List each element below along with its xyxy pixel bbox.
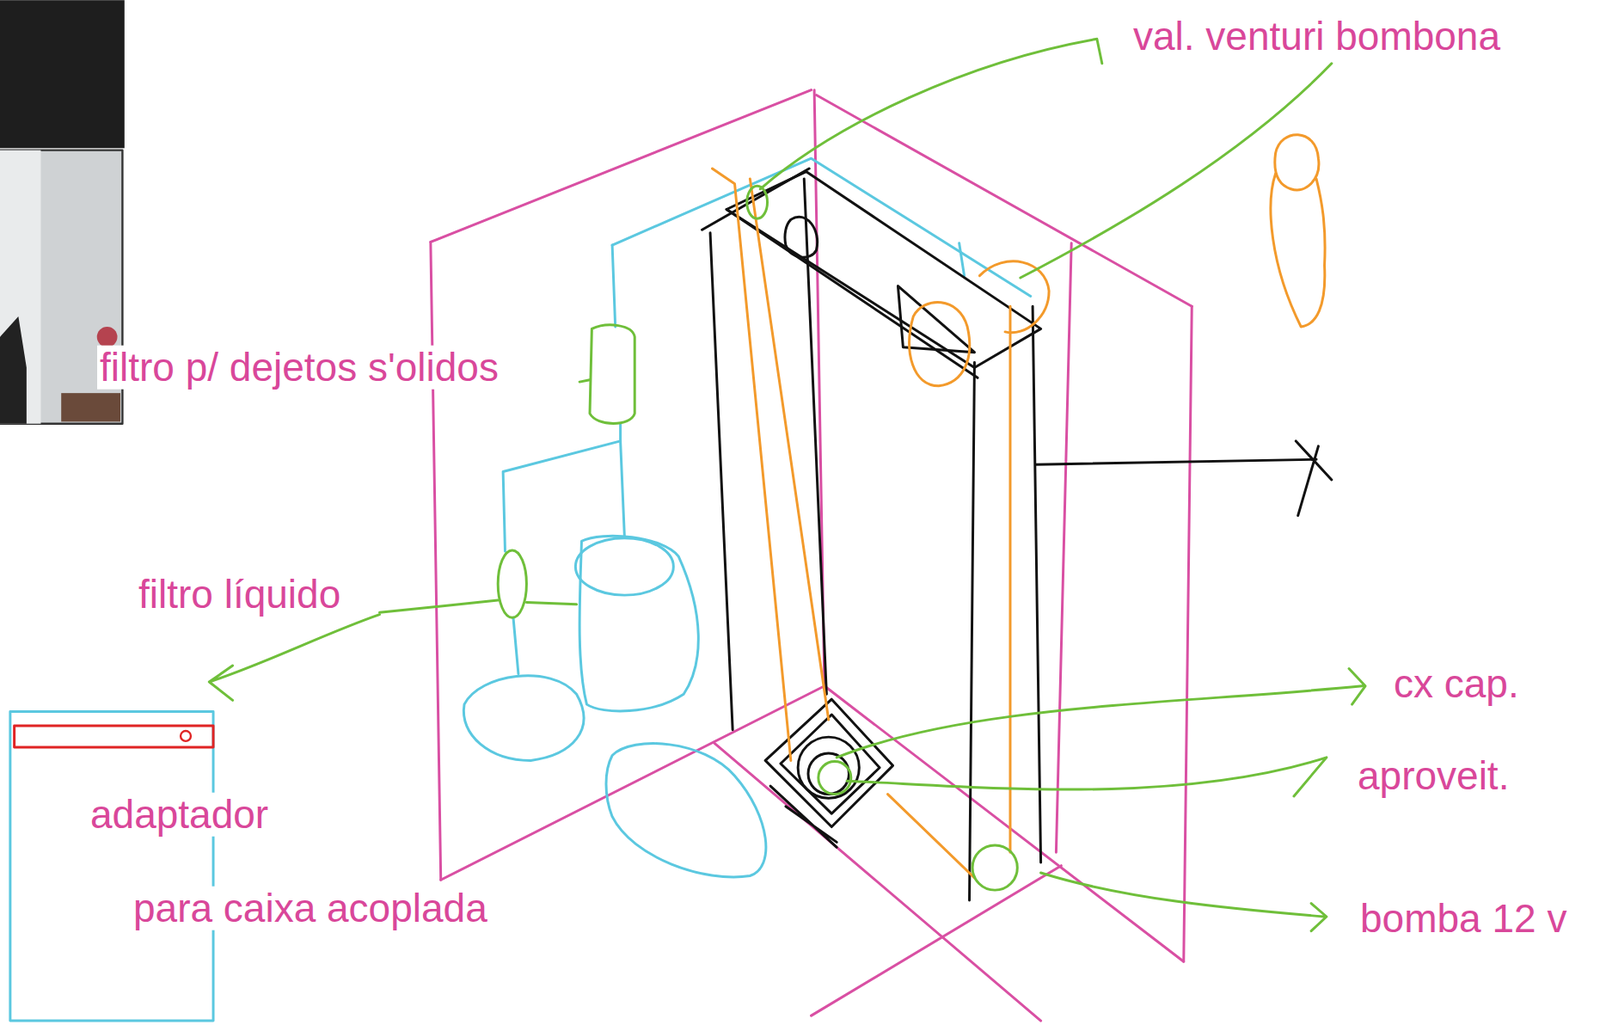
annotation-label: val. venturi bombona — [1130, 14, 1503, 59]
pipe — [612, 158, 1031, 296]
annotation-label: cx cap. — [1391, 662, 1522, 706]
gas-cylinder — [1270, 173, 1325, 327]
drain-spiral — [780, 714, 880, 814]
adapter-hole — [180, 730, 191, 742]
leader-line — [380, 600, 577, 613]
video-thumbnail — [97, 326, 118, 348]
pipe — [959, 243, 965, 276]
leader-line — [1020, 63, 1332, 278]
unit-frame — [702, 168, 1332, 901]
leader-arrow — [846, 757, 1327, 797]
annotation-label: adaptador — [87, 792, 271, 837]
adapter-bar — [14, 725, 214, 748]
pump — [972, 845, 1018, 890]
opening-arrow — [1295, 441, 1332, 516]
cistern-outline — [10, 711, 214, 1021]
overflow-ring — [818, 761, 852, 795]
video-thumbnail — [0, 316, 27, 424]
opening-arrow — [1036, 459, 1317, 465]
container — [463, 675, 584, 761]
wall-line — [1183, 306, 1192, 962]
tank — [979, 261, 1049, 333]
hose — [888, 794, 975, 878]
frame-line — [969, 362, 975, 901]
video-thumbnail — [0, 150, 41, 424]
liquid-filter — [497, 550, 527, 618]
hose — [711, 168, 791, 761]
annotation-label: aproveit. — [1354, 754, 1512, 798]
container — [606, 743, 767, 877]
pipe — [513, 617, 519, 674]
pipe — [612, 245, 616, 327]
floor-line — [714, 742, 1042, 1021]
leader-arrow — [836, 668, 1366, 758]
orange-piping — [711, 134, 1325, 878]
wall-line — [1055, 243, 1072, 853]
green-leaders — [208, 38, 1366, 931]
leader-line — [760, 38, 1103, 189]
container — [579, 535, 699, 712]
frame-line — [710, 232, 733, 730]
annotation-label: bomba 12 v — [1357, 896, 1570, 941]
gas-cylinder — [1275, 134, 1319, 191]
container — [575, 538, 674, 595]
drain-spiral — [808, 753, 849, 794]
venturi-valve — [747, 185, 768, 219]
leader-arrow — [208, 614, 380, 701]
annotation-label: para caixa acoplada — [130, 886, 491, 931]
leader-arrow — [1041, 872, 1327, 932]
pipe — [620, 441, 626, 536]
hose — [749, 178, 828, 720]
room-walls — [430, 90, 1192, 1021]
floor-line — [811, 865, 1062, 1016]
video-thumbnail — [61, 392, 121, 422]
wall-line — [815, 95, 1192, 307]
blue-piping — [10, 158, 1031, 1021]
hose — [1009, 306, 1012, 853]
drain-spiral — [770, 785, 837, 847]
annotation-label: filtro líquido — [135, 572, 344, 617]
wall-line — [441, 686, 825, 881]
frame-line — [1032, 306, 1041, 863]
solids-filter — [589, 324, 635, 423]
wall-line — [430, 241, 442, 880]
floor-line — [824, 686, 1184, 962]
pipe — [502, 423, 620, 552]
annotation-label: filtro p/ dejetos s'olidos — [97, 345, 502, 390]
leader-line — [579, 380, 590, 382]
video-thumbnail — [0, 0, 125, 148]
wall-line — [430, 90, 812, 243]
frame-line — [726, 209, 978, 379]
frame-line — [784, 216, 818, 258]
drain-spiral — [797, 736, 859, 798]
tank — [909, 302, 970, 387]
